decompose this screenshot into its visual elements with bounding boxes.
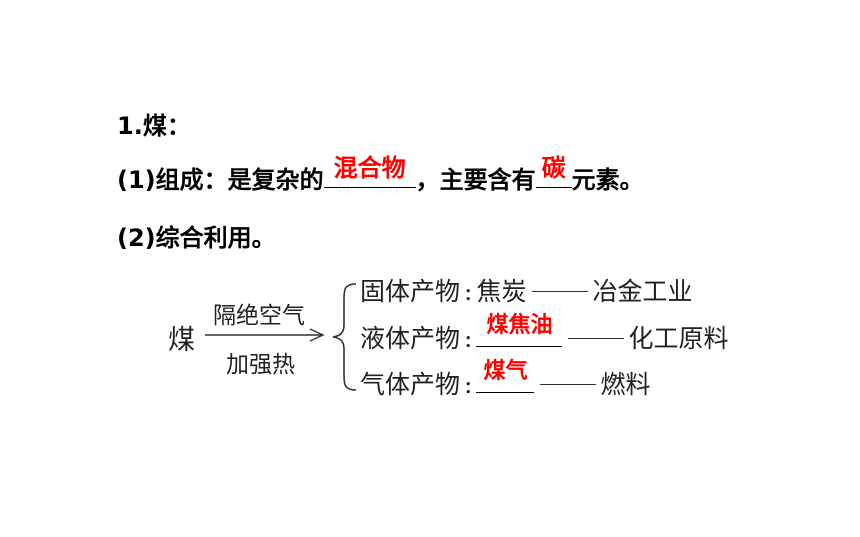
reaction-arrow bbox=[205, 328, 325, 342]
composition-line: (1)组成：是复杂的混合物 ，主要含有碳元素。 bbox=[117, 154, 644, 195]
composition-suffix: 元素。 bbox=[571, 166, 644, 194]
product-label: 气体产物 bbox=[360, 370, 461, 399]
condition-bottom: 加强热 bbox=[226, 352, 295, 378]
colon: : bbox=[464, 324, 473, 353]
product-row-gas: 气体产物: 煤气 燃料 bbox=[360, 359, 651, 401]
coal-label: 煤 bbox=[168, 325, 195, 356]
use-heading: (2)综合利用。 bbox=[117, 224, 276, 252]
answer-mixture: 混合物 bbox=[333, 154, 406, 182]
product-use: 燃料 bbox=[600, 370, 651, 399]
answer-blank-mixture: 混合物 bbox=[323, 154, 416, 188]
product-use: 冶金工业 bbox=[592, 277, 693, 306]
product-row-liquid: 液体产物: 煤焦油 化工原料 bbox=[360, 313, 729, 355]
product-label: 固体产物 bbox=[360, 277, 461, 306]
composition-middle: ，主要含有 bbox=[415, 166, 536, 194]
connector-dash bbox=[568, 338, 625, 339]
colon: : bbox=[464, 277, 473, 306]
connector-dash bbox=[540, 384, 597, 385]
section-heading: 1.煤： bbox=[117, 112, 191, 140]
answer-coal-gas: 煤气 bbox=[483, 359, 528, 384]
answer-coal-tar: 煤焦油 bbox=[486, 313, 553, 338]
condition-top: 隔绝空气 bbox=[213, 303, 305, 329]
answer-blank-coal-gas: 煤气 bbox=[476, 359, 535, 393]
composition-prefix: (1)组成：是复杂的 bbox=[117, 166, 324, 194]
product-use: 化工原料 bbox=[628, 324, 729, 353]
product-row-solid: 固体产物:焦炭 冶金工业 bbox=[360, 272, 692, 308]
product-label: 液体产物 bbox=[360, 324, 461, 353]
product-brace bbox=[332, 283, 357, 391]
connector-dash bbox=[532, 291, 589, 292]
answer-blank-carbon: 碳 bbox=[535, 154, 572, 188]
colon: : bbox=[464, 370, 473, 399]
answer-carbon: 碳 bbox=[541, 154, 566, 182]
answer-blank-coal-tar: 煤焦油 bbox=[476, 313, 563, 347]
product-name: 焦炭 bbox=[476, 277, 527, 306]
